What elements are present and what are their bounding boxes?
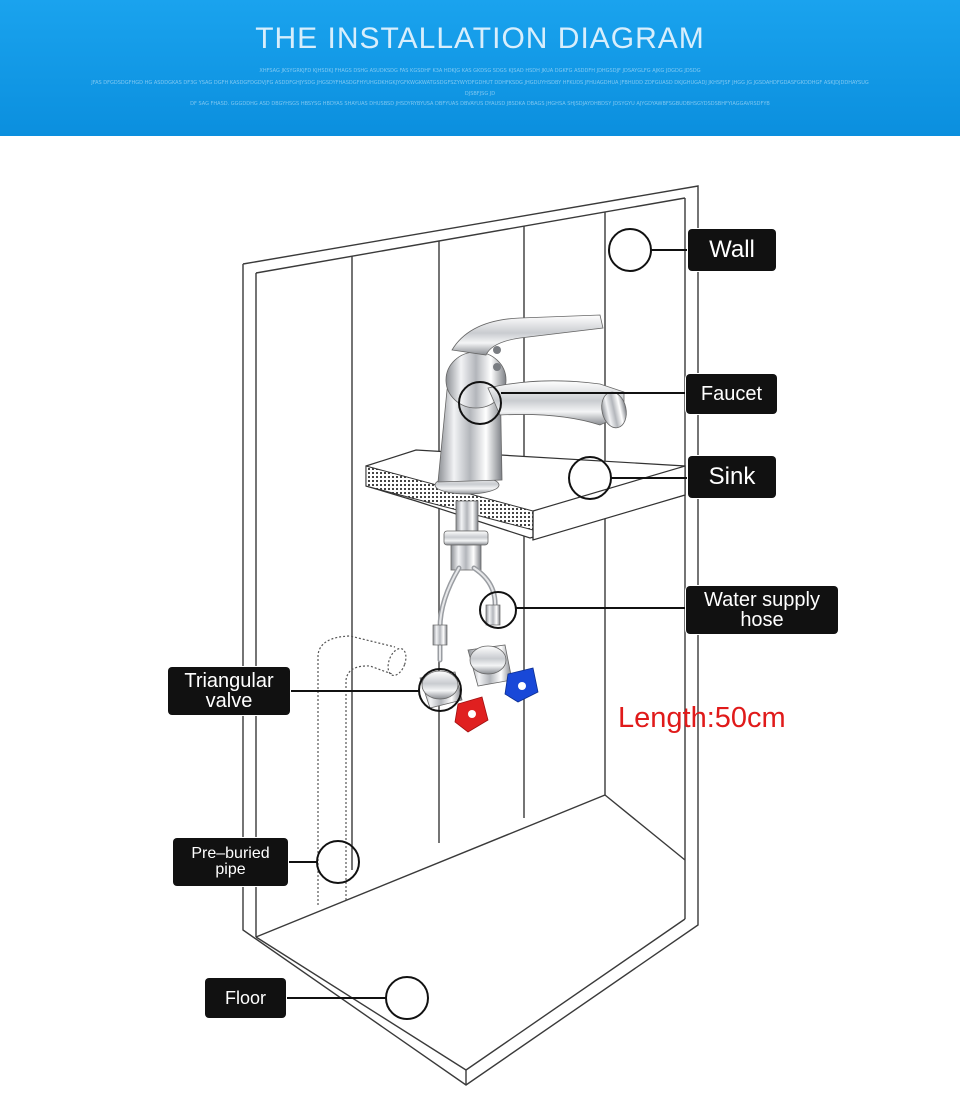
page-title: THE INSTALLATION DIAGRAM: [255, 22, 705, 55]
label-triangular-valve: Triangular valve: [168, 667, 290, 715]
length-note: Length:50cm: [618, 702, 786, 734]
banner-fine-print-4: DF SAG FHASD. GGGDDHG ASD DBGYHSGS HBSYS…: [190, 101, 770, 107]
label-faucet: Faucet: [686, 374, 777, 414]
banner-fine-print-2: JFAS DFGDSDGFHGD HG ASDDGKAS DF3G YSAG D…: [91, 80, 869, 86]
label-sink: Sink: [688, 456, 776, 498]
label-pre-buried-pipe: Pre–buried pipe: [173, 838, 288, 886]
header-banner: THE INSTALLATION DIAGRAM XHFSAG JKSYGRKJ…: [0, 0, 960, 136]
label-wall: Wall: [688, 229, 776, 271]
pre-buried-pipe-icon: [317, 635, 407, 905]
hot-valve-icon: [419, 670, 489, 733]
label-floor: Floor: [205, 978, 286, 1018]
banner-fine-print-3: DJSBFJSG JD: [464, 91, 496, 97]
cold-valve-icon: [467, 644, 539, 703]
label-water-supply-hose: Water supply hose: [686, 586, 838, 634]
banner-fine-print-1: XHFSAG JKSYGRKJFD KJHSDKJ FHAGS DSHG ASU…: [259, 68, 701, 74]
room-outline: [242, 185, 699, 1086]
callout-markers: [286, 228, 688, 1020]
sink-shelf: [365, 449, 686, 541]
